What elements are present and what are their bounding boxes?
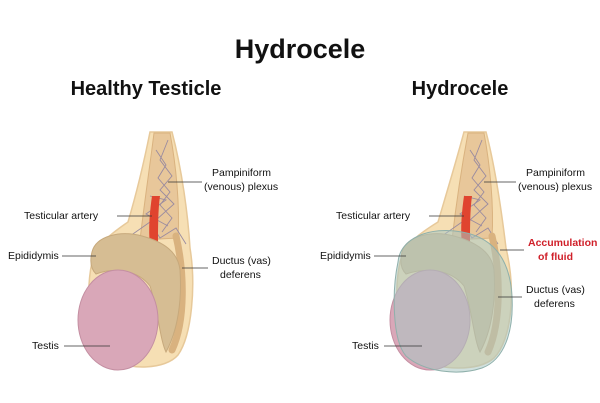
label-epididymis: Epididymis bbox=[320, 250, 371, 262]
label-ductus-line1: Ductus (vas) bbox=[212, 255, 271, 267]
label-plexus-line1: Pampiniform bbox=[212, 167, 271, 179]
label-fluid-line2: of fluid bbox=[538, 251, 573, 263]
label-plexus-line2: (venous) plexus bbox=[204, 181, 278, 193]
testis bbox=[77, 269, 159, 371]
label-ductus-line2: deferens bbox=[220, 269, 261, 281]
label-artery: Testicular artery bbox=[336, 210, 411, 222]
epididymis bbox=[90, 233, 181, 354]
panel-heading-hydrocele: Hydrocele bbox=[412, 78, 509, 100]
label-ductus-line2: deferens bbox=[534, 298, 575, 310]
panel-healthy: Healthy Testicle Pampiniform (veno bbox=[8, 78, 278, 371]
label-epididymis: Epididymis bbox=[8, 250, 59, 262]
diagram-title: Hydrocele bbox=[235, 34, 366, 64]
testicular-artery bbox=[149, 196, 160, 246]
ductus-deferens bbox=[168, 232, 186, 354]
label-artery: Testicular artery bbox=[24, 210, 99, 222]
label-testis: Testis bbox=[352, 340, 379, 352]
healthy-testicle-illustration bbox=[77, 131, 194, 371]
label-testis: Testis bbox=[32, 340, 59, 352]
panel-hydrocele: Hydrocele Pampiniform bbox=[320, 78, 597, 373]
panel-heading-healthy: Healthy Testicle bbox=[71, 78, 222, 100]
label-plexus-line2: (venous) plexus bbox=[518, 181, 592, 193]
hydrocele-testicle-illustration bbox=[389, 131, 513, 373]
fluid-accumulation bbox=[393, 230, 513, 373]
label-ductus-line1: Ductus (vas) bbox=[526, 284, 585, 296]
label-fluid-line1: Accumulation bbox=[528, 237, 597, 249]
label-plexus-line1: Pampiniform bbox=[526, 167, 585, 179]
